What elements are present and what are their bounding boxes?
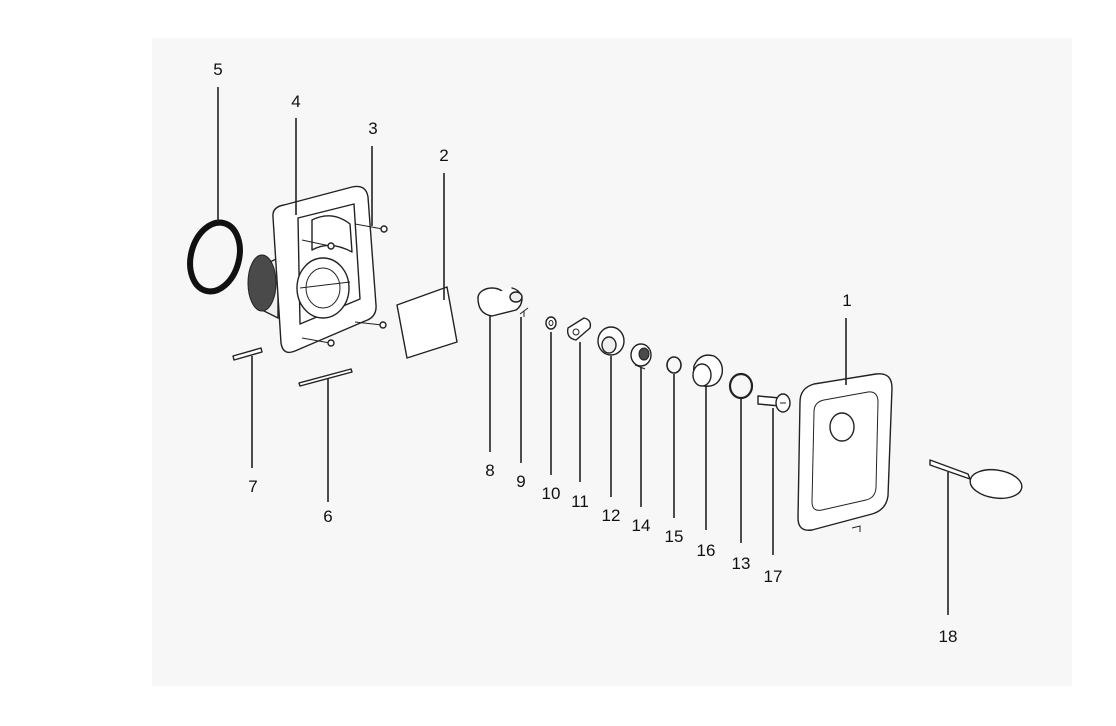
callout-1: 1 <box>842 291 851 310</box>
part-16-barrel <box>692 354 724 387</box>
callout-10: 10 <box>542 484 561 503</box>
callout-11: 11 <box>571 492 589 511</box>
callout-5: 5 <box>213 60 222 79</box>
callout-2: 2 <box>439 146 448 165</box>
callout-7: 7 <box>248 477 257 496</box>
part-17-plunger <box>757 393 791 413</box>
leader-lines <box>217 87 949 615</box>
callout-labels: 5 4 3 2 1 7 6 8 9 10 11 12 14 15 16 13 1… <box>213 60 957 646</box>
callout-16: 16 <box>697 541 716 560</box>
callout-4: 4 <box>291 92 300 111</box>
callout-8: 8 <box>485 461 494 480</box>
part-12-ring <box>597 326 625 356</box>
part-6-strip <box>298 368 353 387</box>
callout-6: 6 <box>323 507 332 526</box>
callout-15: 15 <box>665 527 684 546</box>
part-9-pin <box>519 307 529 317</box>
part-1-flap-cover <box>797 373 893 532</box>
part-2-gasket <box>396 286 458 359</box>
callout-9: 9 <box>516 472 525 491</box>
part-18-key <box>929 459 1023 500</box>
callout-3: 3 <box>368 119 377 138</box>
callout-17: 17 <box>764 567 783 586</box>
callout-18: 18 <box>939 627 958 646</box>
part-14-cylinder <box>630 343 652 370</box>
part-11-cam <box>566 317 592 341</box>
part-5-o-ring <box>187 219 243 295</box>
callout-12: 12 <box>602 506 621 525</box>
part-15-circlip <box>666 356 682 374</box>
part-3-screws <box>301 223 388 347</box>
part-8-lock-housing <box>477 287 523 317</box>
diagram-background <box>152 38 1072 686</box>
callout-14: 14 <box>632 516 651 535</box>
callout-13: 13 <box>732 554 751 573</box>
part-4-filler-housing <box>247 185 377 354</box>
part-7-clip <box>232 347 263 361</box>
part-10-washer <box>545 316 557 330</box>
